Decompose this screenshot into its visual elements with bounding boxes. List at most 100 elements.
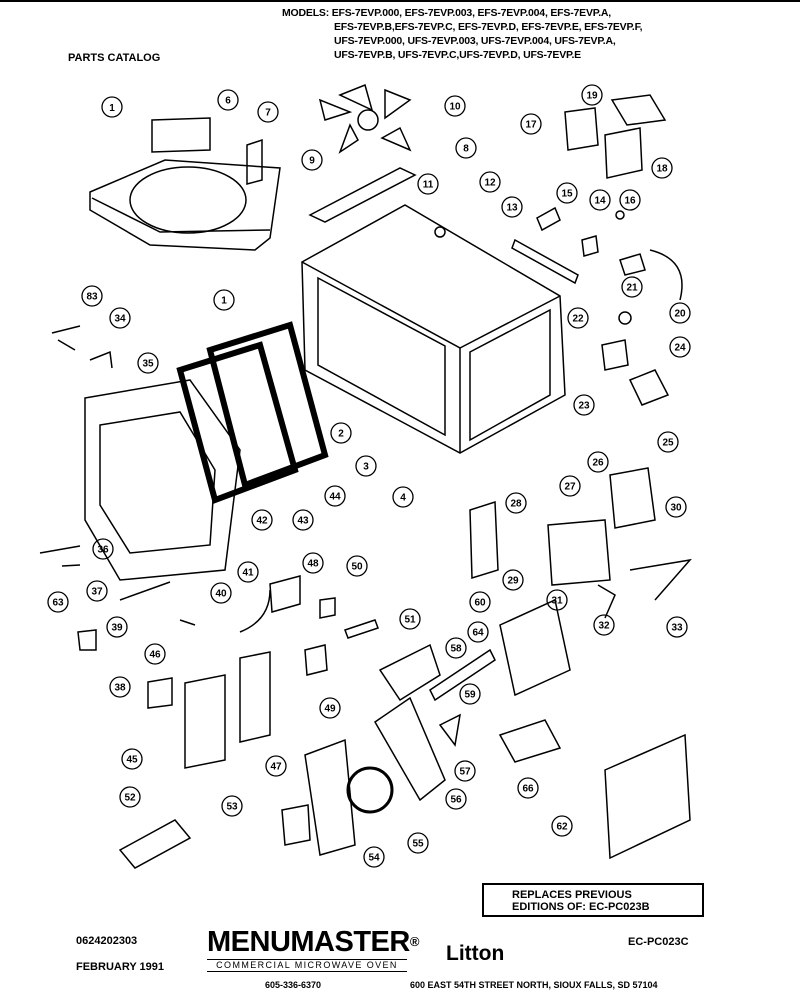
callout-32: 32: [593, 614, 615, 636]
callout-number: 30: [670, 503, 682, 514]
callout-42: 42: [251, 509, 273, 531]
callout-31: 31: [546, 589, 568, 611]
callout-number: 19: [586, 91, 598, 102]
callout-25: 25: [657, 431, 679, 453]
callout-number: 55: [412, 839, 424, 850]
part-33-latch: [51, 325, 81, 351]
callout-20: 20: [669, 302, 691, 324]
callout-44: 44: [324, 485, 346, 507]
callout-24: 24: [669, 336, 691, 358]
callout-number: 31: [551, 596, 563, 607]
callout-9: 9: [301, 149, 323, 171]
part-54-blower-housing: [304, 738, 356, 856]
company-address: 600 EAST 54TH STREET NORTH, SIOUX FALLS,…: [410, 980, 658, 990]
callout-45: 45: [121, 748, 143, 770]
callout-49: 49: [319, 697, 341, 719]
callout-number: 26: [592, 458, 604, 469]
part-60-transformer: [499, 598, 571, 697]
callouts: 1 6 7 10 9 8 11 12 13 15 14 16 17 18 19 …: [47, 84, 691, 868]
part-32-part: [597, 584, 616, 619]
callout-number: 49: [324, 704, 336, 715]
callout-number: 35: [142, 359, 154, 370]
callout-number: 21: [626, 283, 638, 294]
callout-number: 16: [624, 196, 636, 207]
callout-number: 38: [114, 683, 126, 694]
parts-catalog-label: PARTS CATALOG: [68, 52, 161, 64]
callout-number: 53: [226, 802, 238, 813]
callout-number: 52: [124, 793, 136, 804]
part-oven-cavity: [301, 204, 566, 454]
callout-51: 51: [399, 608, 421, 630]
callout-56: 56: [445, 788, 467, 810]
callout-26: 26: [587, 451, 609, 473]
part-15-cap: [536, 206, 561, 232]
callout-number: 32: [598, 621, 610, 632]
callout-16: 16: [619, 189, 641, 211]
callout-1: 1: [213, 289, 235, 311]
callout-29: 29: [502, 569, 524, 591]
callout-number: 14: [594, 196, 606, 207]
callout-28: 28: [505, 492, 527, 514]
part-21-switch: [619, 253, 646, 276]
part-56-blower-housing: [374, 696, 446, 802]
callout-34: 34: [109, 307, 131, 329]
callout-63: 63: [47, 591, 69, 613]
partner-logo: Litton: [446, 942, 505, 965]
callout-62: 62: [551, 815, 573, 837]
callout-number: 58: [450, 644, 462, 655]
part-7-bracket: [246, 138, 263, 185]
callout-10: 10: [444, 95, 466, 117]
callout-18: 18: [651, 157, 673, 179]
callout-number: 4: [400, 493, 406, 504]
part-18-duct: [604, 127, 643, 179]
part-16-screw: [615, 210, 625, 220]
callout-number: 41: [242, 568, 254, 579]
callout-number: 27: [564, 482, 576, 493]
models-line: UFS-7EVP.000, UFS-7EVP.003, UFS-7EVP.004…: [334, 35, 616, 47]
callout-number: 59: [464, 690, 476, 701]
callout-41: 41: [237, 561, 259, 583]
callout-43: 43: [292, 509, 314, 531]
part-38-switch: [77, 629, 97, 651]
part-door-frame: [84, 379, 241, 581]
brand-text: MENUMASTER: [207, 926, 410, 958]
callout-number: 83: [86, 292, 98, 303]
callout-number: 6: [225, 96, 231, 107]
callout-54: 54: [363, 846, 385, 868]
callout-17: 17: [520, 113, 542, 135]
callout-number: 34: [114, 314, 126, 325]
callout-64: 64: [467, 621, 489, 643]
part-29-bracket: [469, 500, 499, 580]
callout-21: 21: [621, 276, 643, 298]
part-51-clip: [344, 619, 379, 639]
replaces-line-1: REPLACES PREVIOUS: [512, 889, 632, 901]
publication-date: FEBRUARY 1991: [76, 961, 165, 973]
part-14-bracket: [581, 235, 599, 257]
callout-40: 40: [210, 582, 232, 604]
part-fan-blade: [318, 83, 412, 154]
callout-48: 48: [302, 552, 324, 574]
callout-number: 36: [97, 545, 109, 556]
part-19-cover: [610, 94, 667, 126]
brand-tagline: COMMERCIAL MICROWAVE OVEN: [207, 959, 407, 972]
callout-number: 33: [671, 623, 683, 634]
models-line: MODELS: EFS-7EVP.000, EFS-7EVP.003, EFS-…: [282, 7, 612, 19]
callout-number: 12: [484, 178, 496, 189]
callout-number: 57: [459, 767, 471, 778]
part-39-linkage: [119, 581, 196, 626]
callout-number: 60: [474, 598, 486, 609]
callout-number: 37: [91, 587, 103, 598]
document-number: 0624202303: [76, 935, 138, 947]
part-62-panel: [604, 733, 691, 860]
part-17-duct: [564, 107, 599, 151]
models-header: MODELS: EFS-7EVP.000, EFS-7EVP.003, EFS-…: [282, 6, 782, 62]
part-55-blower-wheel: [346, 766, 394, 814]
replaces-line-2: EDITIONS OF: EC-PC023B: [512, 901, 650, 913]
part-46-part: [147, 677, 173, 709]
part-42-gasket: [176, 341, 299, 504]
callout-number: 42: [256, 516, 268, 527]
callout-number: 64: [472, 628, 484, 639]
callout-number: 22: [572, 314, 584, 325]
callout-66: 66: [517, 777, 539, 799]
registered-mark-icon: ®: [409, 934, 420, 949]
